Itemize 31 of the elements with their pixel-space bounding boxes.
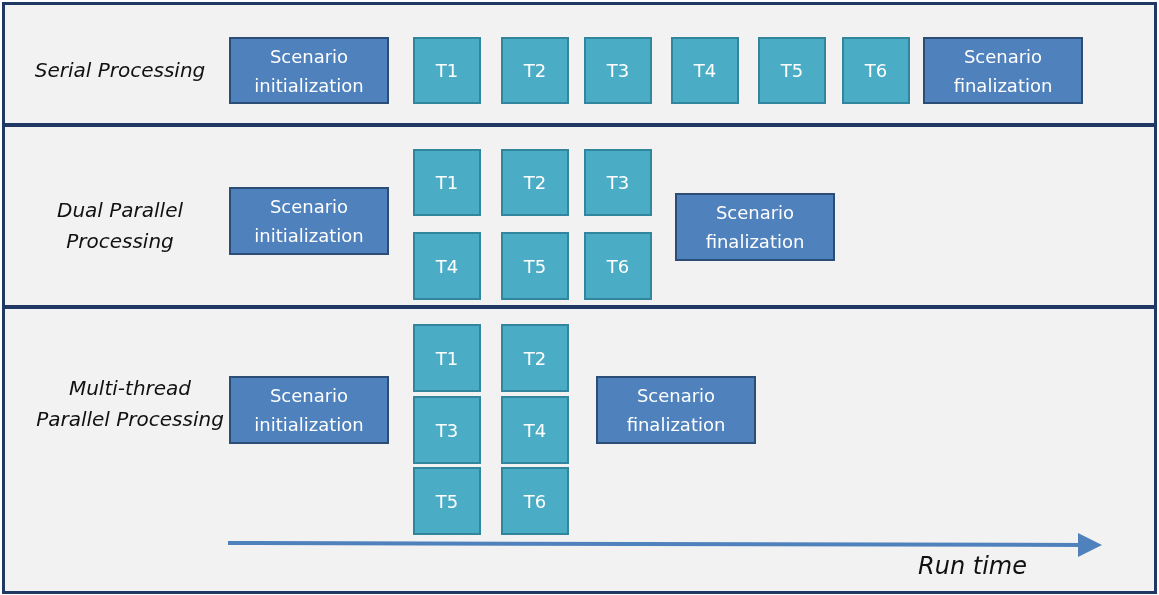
band-heading: Multi-thread Parallel Processing (35, 375, 225, 433)
task-box: T2 (501, 324, 569, 392)
task-box: T5 (758, 37, 826, 104)
task-box: T6 (501, 467, 569, 535)
process-band (2, 124, 1157, 308)
task-box: T2 (501, 149, 569, 216)
task-box: T6 (584, 232, 652, 300)
task-box: T4 (501, 396, 569, 464)
band-heading: Serial Processing (33, 57, 207, 84)
process-band (2, 306, 1157, 594)
task-box: T1 (413, 149, 481, 216)
task-box: T6 (842, 37, 910, 104)
task-box: T1 (413, 324, 481, 392)
task-box: T5 (501, 232, 569, 300)
scenario-step-box: Scenario initialization (229, 376, 389, 444)
scenario-step-box: Scenario initialization (229, 187, 389, 255)
task-box: T3 (584, 37, 652, 104)
task-box: T3 (584, 149, 652, 216)
axis-label: Run time (918, 552, 1027, 580)
process-band (2, 2, 1157, 126)
task-box: T4 (413, 232, 481, 300)
scenario-step-box: Scenario finalization (923, 37, 1083, 104)
task-box: T1 (413, 37, 481, 104)
scenario-step-box: Scenario finalization (596, 376, 756, 444)
band-heading: Dual Parallel Processing (56, 197, 184, 255)
task-box: T5 (413, 467, 481, 535)
scenario-step-box: Scenario finalization (675, 193, 835, 261)
task-box: T4 (671, 37, 739, 104)
task-box: T3 (413, 396, 481, 464)
task-box: T2 (501, 37, 569, 104)
scenario-step-box: Scenario initialization (229, 37, 389, 104)
